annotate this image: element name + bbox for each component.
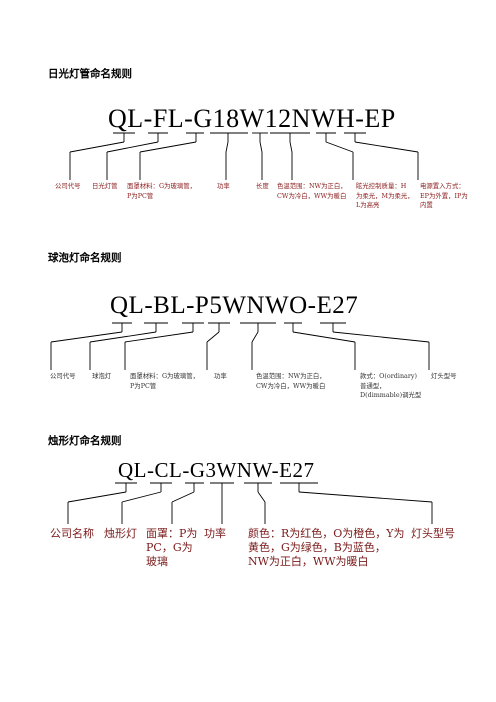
label-color-line1: 色温范围：NW为正白，: [256, 372, 326, 380]
label-ps-line3: 内置: [420, 201, 433, 210]
label-ps-line1: 电源置入方式：: [420, 182, 465, 190]
label-ps-line2: EP为外置，IP为: [420, 191, 468, 200]
label-cover-material: 面罩材料：G为玻璃管， P为PC管: [127, 182, 196, 201]
label-style: 款式：O(ordinary) 普通型， D(dimmable)调光型: [360, 372, 421, 401]
label-cover-line2: PC，G为: [146, 541, 193, 554]
section-heading-candle: 烛形灯命名规则: [48, 435, 122, 447]
label-cover-line1: 面罩材料：G为玻璃管，: [130, 372, 200, 380]
label-cover: 面罩：P为 PC，G为 玻璃: [146, 527, 197, 569]
label-color-line3: NW为正白，WW为暖白: [248, 555, 369, 568]
label-candle: 烛形灯: [104, 527, 137, 540]
label-bulb: 球泡灯: [92, 372, 112, 380]
section-heading-bulb: 球泡灯命名规则: [48, 252, 122, 264]
label-glare-line3: L为高亮: [356, 201, 380, 210]
label-cover-line3: 玻璃: [146, 555, 168, 568]
label-cover-line2: P为PC管: [130, 381, 157, 390]
label-glare-line2: 为柔光，M为柔光，: [356, 191, 414, 200]
label-color-line2: 黄色，G为绿色，B为蓝色，: [248, 541, 386, 554]
section-heading-tube: 日光灯管命名规则: [48, 68, 132, 80]
label-cover-line2: P为PC管: [127, 191, 154, 200]
label-tube: 日光灯管: [92, 182, 118, 190]
label-style-line2: 普通型，: [360, 381, 386, 390]
label-company-code: 公司代号: [55, 182, 81, 190]
label-cover-material: 面罩材料：G为玻璃管， P为PC管: [130, 372, 199, 391]
label-power: 功率: [204, 527, 226, 540]
label-glare: 眩光控制质量：H 为柔光，M为柔光， L为高亮: [356, 182, 414, 211]
label-color-line2: CW为冷白，WW为暖白: [277, 191, 347, 200]
label-color-temp: 色温范围：NW为正白， CW为冷白，WW为暖白: [277, 182, 347, 201]
label-power-supply: 电源置入方式： EP为外置，IP为 内置: [420, 182, 468, 211]
label-company-name: 公司名称: [50, 527, 94, 540]
label-power: 功率: [217, 182, 230, 190]
label-company-code: 公司代号: [50, 372, 76, 380]
model-code-tube: QL-FL-G18W12NWH-EP: [108, 104, 396, 133]
label-style-line3: D(dimmable)调光型: [360, 391, 422, 400]
label-base-type: 灯头型号: [411, 527, 455, 540]
label-color-line2: CW为冷白，WW为暖白: [256, 381, 326, 390]
label-color-line1: 颜色：R为红色，O为橙色，Y为: [248, 527, 405, 540]
label-color-line1: 色温范围：NW为正白，: [277, 182, 347, 190]
label-style-line1: 款式：O(ordinary): [360, 372, 418, 380]
label-power: 功率: [214, 372, 227, 380]
model-code-bulb: QL-BL-P5WNWO-E27: [110, 292, 359, 319]
label-glare-line1: 眩光控制质量：H: [356, 182, 407, 190]
label-length: 长度: [256, 182, 269, 190]
label-color: 颜色：R为红色，O为橙色，Y为 黄色，G为绿色，B为蓝色， NW为正白，WW为暖…: [248, 527, 405, 569]
label-color-temp: 色温范围：NW为正白， CW为冷白，WW为暖白: [256, 372, 326, 391]
label-base-type: 灯头型号: [431, 372, 457, 380]
label-cover-line1: 面罩：P为: [146, 527, 198, 540]
label-cover-line1: 面罩材料：G为玻璃管，: [127, 182, 197, 190]
model-code-candle: QL-CL-G3WNW-E27: [118, 458, 315, 482]
